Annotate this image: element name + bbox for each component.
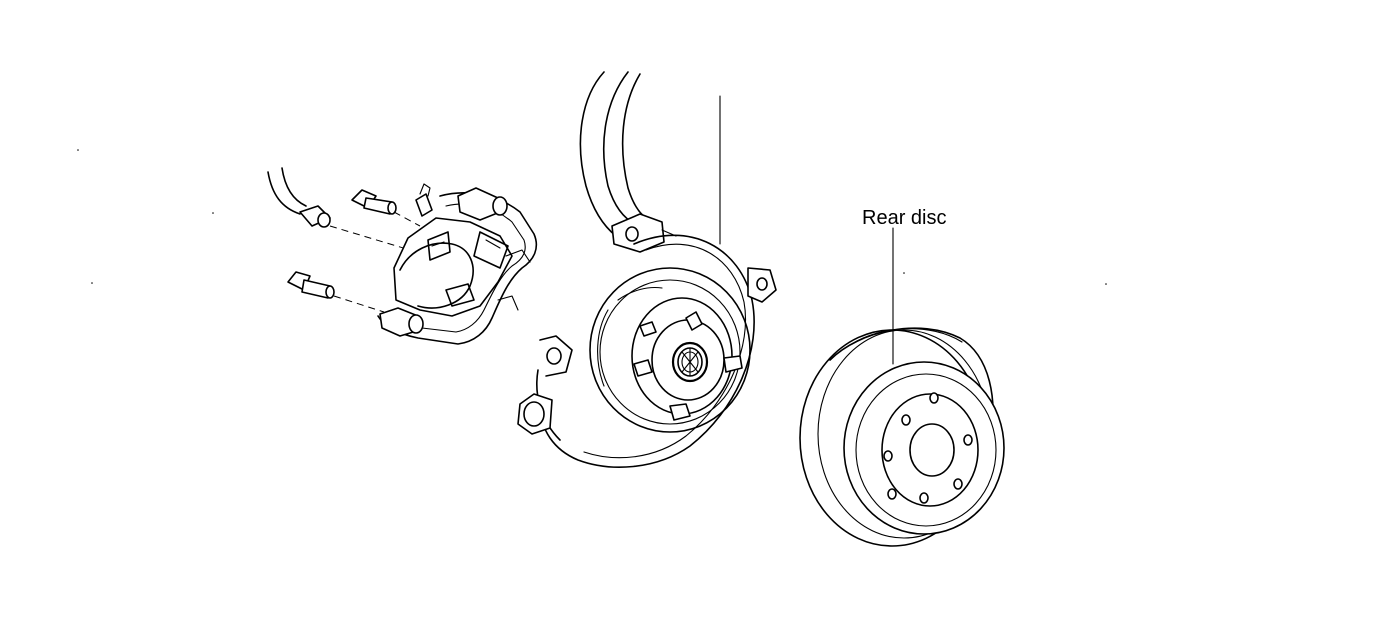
steering-knuckle [517,71,777,468]
wheel-hub [589,267,751,433]
rear-disc-label: Rear disc [862,207,946,229]
caliper-bolt-upper [351,189,421,227]
scan-specks [77,149,1107,285]
wheel-studs [633,311,743,421]
rear-disc-callout: Rear disc [862,207,946,365]
caliper-bolt-lower [287,271,385,313]
brake-hose [267,167,411,251]
brake-caliper [377,183,538,345]
disc-lug-holes [883,392,973,504]
rear-disc [799,327,1005,547]
